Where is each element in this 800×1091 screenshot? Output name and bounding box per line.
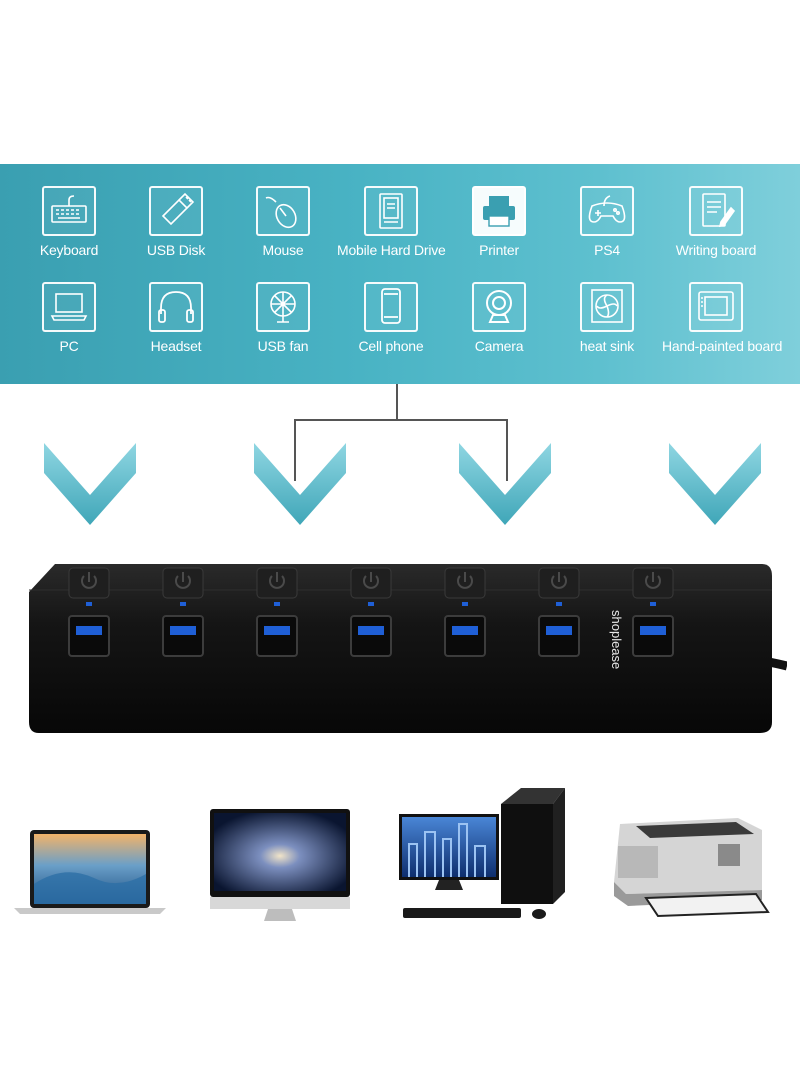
mouse-icon: [256, 186, 310, 236]
connector-line: [506, 419, 508, 481]
power-button[interactable]: [350, 567, 392, 599]
headset-icon: [149, 282, 203, 332]
device-label: Headset: [150, 338, 202, 354]
power-button[interactable]: [162, 567, 204, 599]
power-icon: [81, 572, 97, 589]
status-led: [556, 602, 562, 606]
device-label: Mobile Hard Drive: [337, 242, 446, 258]
desktop-pc-image: [399, 788, 565, 919]
usb-port-tongue: [358, 626, 384, 635]
device-label: USB Disk: [146, 242, 206, 258]
device-label: PC: [59, 338, 79, 354]
device-headset: Headset: [122, 282, 230, 354]
device-cell-phone: Cell phone: [337, 282, 445, 354]
down-chevron-icon: [459, 443, 551, 525]
fan-icon: [256, 282, 310, 332]
device-pc: PC: [15, 282, 123, 354]
device-label: Printer: [479, 242, 519, 258]
hard-drive-icon: [364, 186, 418, 236]
power-icon: [269, 572, 285, 589]
usb-port-tongue: [546, 626, 572, 635]
power-icon: [457, 572, 473, 589]
device-ps4: PS4: [553, 186, 661, 258]
device-writing-board: Writing board: [662, 186, 770, 258]
connector-line: [294, 419, 296, 481]
pc-icon: [42, 282, 96, 332]
laser-printer-image: [614, 818, 770, 918]
down-chevron-icon: [254, 443, 346, 525]
gamepad-icon: [580, 186, 634, 236]
camera-icon: [472, 282, 526, 332]
connector-line: [396, 384, 398, 420]
status-led: [86, 602, 92, 606]
usb-disk-icon: [149, 186, 203, 236]
device-hand-painted-board: Hand-painted board: [662, 282, 783, 354]
usb-port[interactable]: [444, 615, 486, 657]
status-led: [368, 602, 374, 606]
writing-board-icon: [689, 186, 743, 236]
power-button[interactable]: [632, 567, 674, 599]
connector-line: [294, 419, 508, 421]
power-button[interactable]: [444, 567, 486, 599]
device-label: Keyboard: [39, 242, 99, 258]
power-icon: [645, 572, 661, 589]
device-usb-disk: USB Disk: [122, 186, 230, 258]
power-button[interactable]: [256, 567, 298, 599]
device-label: USB fan: [257, 338, 309, 354]
usb-port[interactable]: [538, 615, 580, 657]
printer-icon: [472, 186, 526, 236]
device-label: Mouse: [262, 242, 304, 258]
hub-body: [29, 564, 772, 733]
status-led: [274, 602, 280, 606]
device-mobile-hard-drive: Mobile Hard Drive: [337, 186, 446, 258]
usb-port-tongue: [452, 626, 478, 635]
usb-port-tongue: [640, 626, 666, 635]
device-mouse: Mouse: [229, 186, 337, 258]
power-button[interactable]: [538, 567, 580, 599]
device-heat-sink: heat sink: [553, 282, 661, 354]
device-label: Cell phone: [358, 338, 424, 354]
device-camera: Camera: [445, 282, 553, 354]
device-label: Writing board: [675, 242, 757, 258]
port-group: [68, 567, 674, 657]
device-label: Hand-painted board: [662, 338, 783, 354]
usb-port[interactable]: [162, 615, 204, 657]
status-led: [462, 602, 468, 606]
usb-port[interactable]: [350, 615, 392, 657]
devices-grid: Keyboard USB Disk Mouse: [0, 164, 800, 384]
drawing-tablet-icon: [689, 282, 743, 332]
keyboard-icon: [42, 186, 96, 236]
compatible-devices-banner: Keyboard USB Disk Mouse: [0, 164, 800, 384]
power-icon: [175, 572, 191, 589]
usb-port[interactable]: [632, 615, 674, 657]
usb-hub-product: shoplease: [29, 564, 787, 733]
down-chevron-icon: [44, 443, 136, 525]
imac-image: [210, 809, 350, 921]
device-printer: Printer: [445, 186, 553, 258]
usb-port[interactable]: [256, 615, 298, 657]
usb-port-tongue: [170, 626, 196, 635]
device-label: heat sink: [579, 338, 635, 354]
device-usb-fan: USB fan: [229, 282, 337, 354]
power-icon: [551, 572, 567, 589]
hub-brand-label: shoplease: [609, 610, 624, 669]
down-chevron-icon: [669, 443, 761, 525]
usb-port-tongue: [76, 626, 102, 635]
device-keyboard: Keyboard: [15, 186, 123, 258]
status-led: [180, 602, 186, 606]
laptop-image: [14, 830, 166, 914]
power-button[interactable]: [68, 567, 110, 599]
power-icon: [363, 572, 379, 589]
usb-port[interactable]: [68, 615, 110, 657]
device-label: Camera: [474, 338, 524, 354]
cell-phone-icon: [364, 282, 418, 332]
device-label: PS4: [594, 242, 620, 258]
usb-port-tongue: [264, 626, 290, 635]
heat-sink-icon: [580, 282, 634, 332]
status-led: [650, 602, 656, 606]
